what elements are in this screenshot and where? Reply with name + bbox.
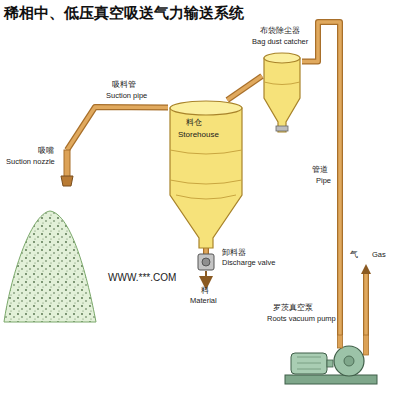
gas-label: 气 (350, 250, 358, 259)
bag-dust-catcher: 布袋除尘器Bag dust catcher (262, 52, 302, 132)
diagram-title: 稀相中、低压真空吸送气力输送系统 (4, 4, 244, 21)
material-pile (4, 211, 96, 322)
storehouse: 料仓 Storehouse (168, 100, 244, 248)
bag-dust-catcher-outline (262, 52, 302, 132)
part-name-english: Storehouse (178, 130, 219, 139)
pipe (206, 248, 207, 254)
pipe (302, 22, 340, 335)
discharge-valve-outline (196, 254, 216, 270)
pipe (67, 107, 168, 150)
part-name-chinese: 料仓 (186, 118, 202, 127)
discharge-valve: 卸料器Discharge valve (196, 254, 216, 270)
gas-exhaust-pipe (364, 274, 368, 336)
pipe (227, 76, 262, 100)
part-name-chinese: 卸料器 (222, 248, 246, 257)
gas-label: Gas (372, 251, 386, 260)
pipe-label: 吸料管 (112, 80, 136, 89)
part-name-english: Bag dust catcher (252, 38, 308, 47)
suction-nozzle: 吸嘴Suction nozzle (60, 150, 74, 186)
roots-vacuum-pump-outline (285, 335, 377, 385)
pipe-label: Pipe (316, 177, 331, 186)
gas-arrow (361, 264, 371, 274)
part-name-chinese: 罗茨真空泵 (273, 303, 313, 312)
material-outlet-arrow (205, 271, 207, 283)
pipe-label: 管道 (312, 165, 328, 174)
part-name-english: Discharge valve (222, 259, 275, 268)
roots-vacuum-pump: 罗茨真空泵Roots vacuum pump (285, 335, 377, 385)
pipe-label: Suction pipe (106, 92, 147, 101)
material-label: Material (190, 297, 217, 306)
material-label: 料 (201, 286, 209, 295)
gas-exhaust-pipe-outline (363, 274, 369, 336)
part-name-chinese: 吸嘴 (38, 146, 54, 155)
storehouse-outline (168, 100, 244, 248)
part-name-english: Roots vacuum pump (267, 315, 336, 324)
part-name-english: Suction nozzle (6, 158, 55, 167)
part-name-chinese: 布袋除尘器 (260, 26, 300, 35)
watermark: WWW.***.COM (108, 272, 176, 284)
suction-nozzle-outline (60, 150, 74, 186)
